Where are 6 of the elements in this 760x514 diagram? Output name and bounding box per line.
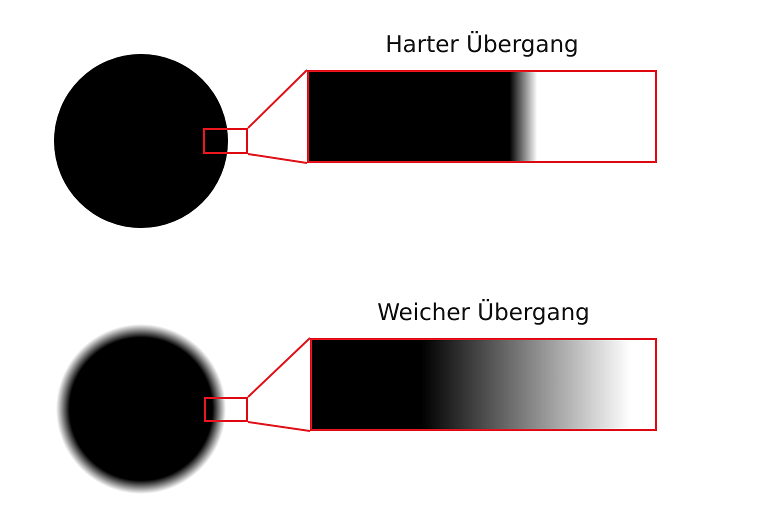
- selection-frame: [203, 128, 248, 154]
- heading: Harter Übergang: [384, 32, 580, 58]
- heading: Weicher Übergang: [376, 300, 591, 326]
- zoom-lines: [247, 69, 308, 164]
- selection-frame: [204, 397, 248, 422]
- zoom-lines: [247, 337, 311, 432]
